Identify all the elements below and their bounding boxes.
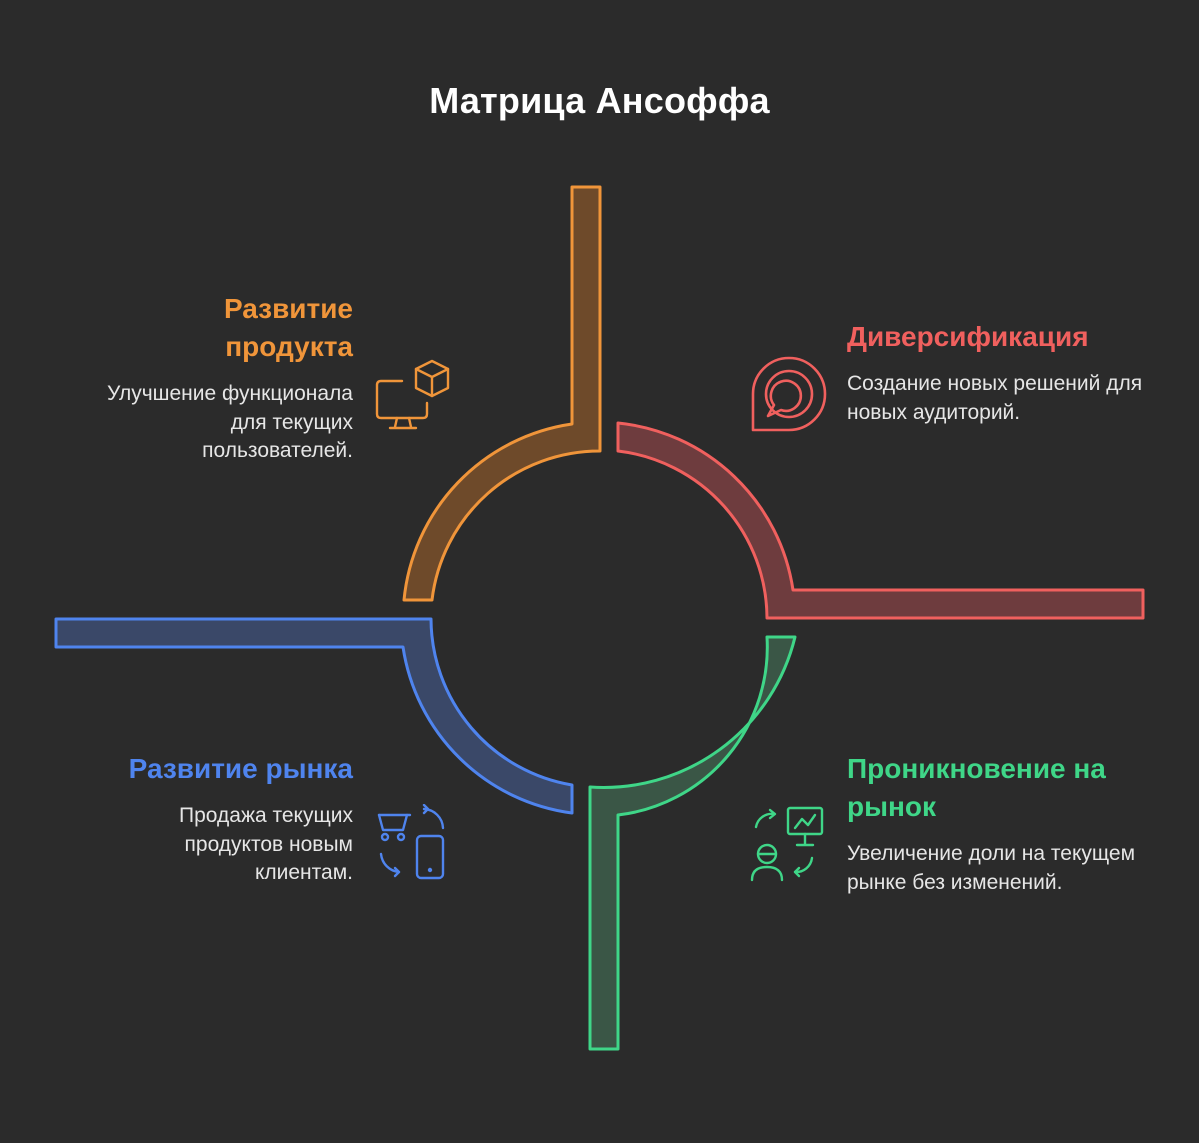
quadrant-arm-market-development [54,617,574,815]
quadrant-diversification: Диверсификация Создание новых решений дл… [847,318,1147,427]
quadrant-market-development: Развитие рынка Продажа текущих продуктов… [100,750,353,888]
cart-phone-icon [374,804,450,884]
quadrant-heading: Развитие рынка [128,753,353,784]
quadrant-market-penetration: Проникновение на рынок Увеличение доли н… [847,750,1147,897]
quadrant-heading: Диверсификация [847,321,1089,352]
person-chart-icon [748,804,828,884]
quadrant-arm-product-development [402,185,602,602]
quadrant-description: Продажа текущих продуктов новым клиентам… [179,804,353,884]
quadrant-arm-diversification [616,421,1145,620]
quadrant-description: Увеличение доли на текущем рынке без изм… [847,842,1136,894]
chat-bubble-icon [748,354,830,436]
quadrant-arm-market-penetration [588,635,797,1051]
quadrant-heading: Развитие продукта [223,293,353,362]
monitor-cube-icon [372,356,452,432]
diagram-title: Матрица Ансоффа [429,80,770,121]
quadrant-heading: Проникновение на рынок [847,753,1106,822]
quadrant-description: Создание новых решений для новых аудитор… [847,372,1143,424]
quadrant-description: Улучшение функционала для текущих пользо… [107,382,353,462]
quadrant-product-development: Развитие продукта Улучшение функционала … [100,290,353,466]
